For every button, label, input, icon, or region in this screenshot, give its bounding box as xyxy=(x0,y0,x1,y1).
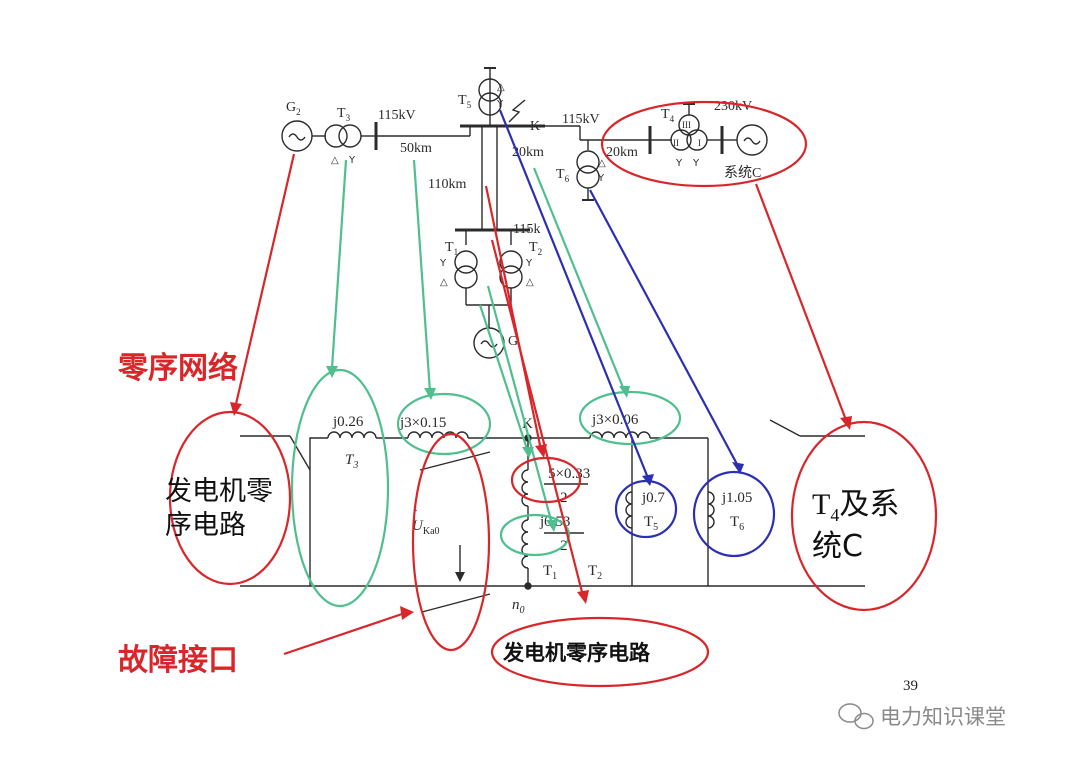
svg-text:Y: Y xyxy=(675,158,683,169)
t4-label: T4 xyxy=(661,107,675,124)
zero-network-label: 零序网络 xyxy=(118,351,238,386)
green-ellipse-line50 xyxy=(396,392,492,456)
t4-system-line2: 统C xyxy=(812,529,863,564)
gen-zero-bottom-label: 发电机零序电路 xyxy=(502,641,651,665)
svg-text:Y: Y xyxy=(496,99,504,110)
fault-lightning-icon xyxy=(508,99,526,123)
generator-tilde-icon xyxy=(288,133,306,141)
line-20km-a-label: 20km xyxy=(512,145,544,160)
single-line-diagram xyxy=(281,67,768,359)
x-t3-label: j0.26 xyxy=(332,414,364,430)
node-k-label: K xyxy=(522,416,533,432)
gen-zero-left-line1: 发电机零 xyxy=(165,476,273,507)
svg-text:△: △ xyxy=(526,277,534,288)
t5-label: T5 xyxy=(458,93,472,110)
system-c-label: 系统C xyxy=(724,165,761,181)
line-110km-label: 110km xyxy=(428,177,466,192)
red-ellipse-fault-interface xyxy=(411,432,491,652)
red-ellipse-gen-bottom xyxy=(490,616,710,688)
svg-text:Y: Y xyxy=(348,155,356,166)
red-annotation-text: 零序网络 故障接口 xyxy=(118,351,238,678)
x-t6-label: j1.05 xyxy=(721,490,752,506)
inductor-t3 xyxy=(327,431,377,439)
inductor-line-110km xyxy=(521,469,529,507)
svg-text:Y: Y xyxy=(597,173,605,184)
inductor-t1-t2 xyxy=(521,519,529,569)
green-ellipse-t3 xyxy=(290,368,390,608)
blue-ellipse-t6 xyxy=(692,470,776,558)
green-ellipse-line20 xyxy=(578,390,682,446)
black-annotation-text: 发电机零 序电路 T4及系 统C 发电机零序电路 xyxy=(165,476,899,665)
t2-label: T2 xyxy=(529,240,542,257)
g1-label: G xyxy=(508,334,518,349)
ukao-dot: · xyxy=(414,503,418,517)
x-line50-label: j3×0.15 xyxy=(399,415,446,431)
n0-label: n0 xyxy=(512,597,525,616)
t4-system-line1: T4及系 xyxy=(812,487,899,525)
red-annotations xyxy=(168,100,938,688)
gen-zero-left-line2: 序电路 xyxy=(165,510,246,541)
red-ellipse-t4-system-bottom xyxy=(790,420,938,612)
transformer-t6-symbol xyxy=(576,150,600,174)
watermark-text: 电力知识课堂 xyxy=(880,705,1006,729)
green-ellipse-t12 xyxy=(499,513,571,557)
red-ellipse-gen-left xyxy=(168,410,292,586)
lbl-t5: T5 xyxy=(644,514,658,533)
bus-left-kv-label: 115kV xyxy=(378,108,416,123)
t1-label: T1 xyxy=(445,240,458,257)
g2-label: G2 xyxy=(286,100,301,117)
lbl-t3: T3 xyxy=(345,452,358,471)
t4-winding-ii: II xyxy=(673,138,679,148)
single-line-labels: G2 T3 115kV 50km T5 K 20km 115kV T4 230k… xyxy=(286,93,761,349)
lbl-t1: T1 xyxy=(543,563,557,582)
x-line20-label: j3×0.06 xyxy=(591,412,639,428)
bus-right-kv-label: 115kV xyxy=(562,112,600,127)
svg-text:Y: Y xyxy=(525,258,533,269)
generator-g1-tilde-icon xyxy=(480,340,498,348)
line-20km-b-label: 20km xyxy=(606,145,638,160)
transformer-t5-symbol xyxy=(478,78,502,102)
watermark: 电力知识课堂 xyxy=(838,703,1006,730)
system-c-source-symbol xyxy=(736,124,768,156)
svg-text:△: △ xyxy=(331,155,339,166)
x-t5-label: j0.7 xyxy=(641,490,665,506)
svg-text:△: △ xyxy=(497,82,505,93)
inductor-t5 xyxy=(625,491,633,529)
ukao-label: UKa0 xyxy=(412,518,440,537)
t3-label: T3 xyxy=(337,106,351,123)
svg-text:Y: Y xyxy=(439,258,447,269)
green-annotations xyxy=(290,159,682,608)
blue-annotations xyxy=(498,109,776,558)
system-c-tilde-icon xyxy=(743,137,761,145)
red-arrowheads xyxy=(230,402,852,620)
transformer-t3-symbol xyxy=(324,124,348,148)
lbl-t6: T6 xyxy=(730,514,744,533)
node-n0-dot xyxy=(524,582,532,590)
inductor-line-20km xyxy=(589,431,651,439)
page-number: 39 xyxy=(903,678,918,694)
green-arrowheads xyxy=(326,366,630,532)
svg-text:△: △ xyxy=(598,158,606,169)
transformer-t1-symbol xyxy=(454,250,478,274)
inductor-t6 xyxy=(707,491,715,529)
t6-label: T6 xyxy=(556,167,570,184)
line-50km-label: 50km xyxy=(400,141,432,156)
svg-text:Y: Y xyxy=(692,158,700,169)
t4-winding-i: I xyxy=(698,138,701,148)
red-ellipse-t4-system xyxy=(600,100,808,188)
blue-arrowheads xyxy=(642,462,744,486)
fault-k-label: K xyxy=(530,119,540,134)
svg-text:△: △ xyxy=(440,277,448,288)
wechat-icon xyxy=(838,703,874,730)
transformer-t2-symbol xyxy=(499,250,523,274)
zero-sequence-network xyxy=(240,419,865,613)
bus-mid-kv-label: 115k xyxy=(513,222,540,237)
fault-interface-label: 故障接口 xyxy=(118,643,238,678)
t4-winding-iii: III xyxy=(682,120,691,130)
red-ellipse-line110 xyxy=(510,456,582,504)
lbl-t2: T2 xyxy=(588,563,602,582)
